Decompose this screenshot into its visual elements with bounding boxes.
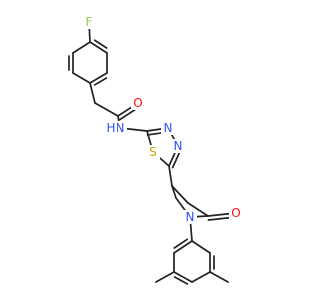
lactam-oxygen-label: O — [231, 206, 240, 220]
bond-aryl-3-second — [93, 77, 108, 86]
bond-aryl-1 — [89, 41, 108, 54]
lactam-oxygen-label-background — [229, 206, 243, 220]
bond-xylyl-3-second — [173, 276, 189, 285]
thiadiazole-nitrogen-3-label: N — [164, 121, 173, 135]
pyrrolidinone-nitrogen-label-background — [183, 210, 197, 224]
bond-xylyl-1-second — [173, 238, 189, 249]
amide-nitrogen-label: N — [116, 121, 125, 135]
amide-oxygen-label: O — [133, 96, 142, 110]
thiadiazole-sulfur-label: S — [149, 145, 157, 159]
amide-hydrogen-label-background — [105, 121, 117, 135]
thiadiazole-nitrogen-3-label-background — [161, 121, 175, 135]
bond-aryl-1-second — [93, 39, 108, 49]
bond-pyrrolidine-1 — [171, 185, 189, 204]
thiadiazole-nitrogen-4-label-background — [171, 139, 185, 153]
bond-pyrrolidine-2 — [187, 202, 209, 217]
bond-pyrrolidine-5 — [171, 185, 177, 199]
bond-aryl-ch2 — [89, 82, 96, 104]
thiadiazole-nitrogen-4-label: N — [174, 139, 183, 153]
bond-methyl-left — [155, 271, 175, 283]
amide-oxygen-label-background — [131, 96, 145, 110]
bond-xylyl-1 — [173, 240, 193, 254]
bond-xylyl-3 — [173, 271, 193, 283]
fluorine-atom-label: F — [86, 15, 93, 29]
bond-xylyl-6 — [191, 240, 211, 254]
bond-aryl-6 — [72, 41, 91, 54]
bond-aryl-4 — [72, 72, 91, 84]
amide-hydrogen-label: H — [106, 121, 115, 135]
thiadiazole-sulfur-label-background — [146, 145, 160, 159]
bond-aryl-3 — [89, 72, 108, 84]
bond-xylyl-4 — [191, 271, 211, 283]
bond-thiadiazole-pyrrolidine — [168, 165, 173, 187]
fluorine-atom-label-background — [82, 15, 96, 29]
bond-methyl-right — [209, 271, 229, 283]
pyrrolidinone-nitrogen-label: N — [186, 210, 195, 224]
bond-ch2-carbonyl — [94, 102, 119, 117]
